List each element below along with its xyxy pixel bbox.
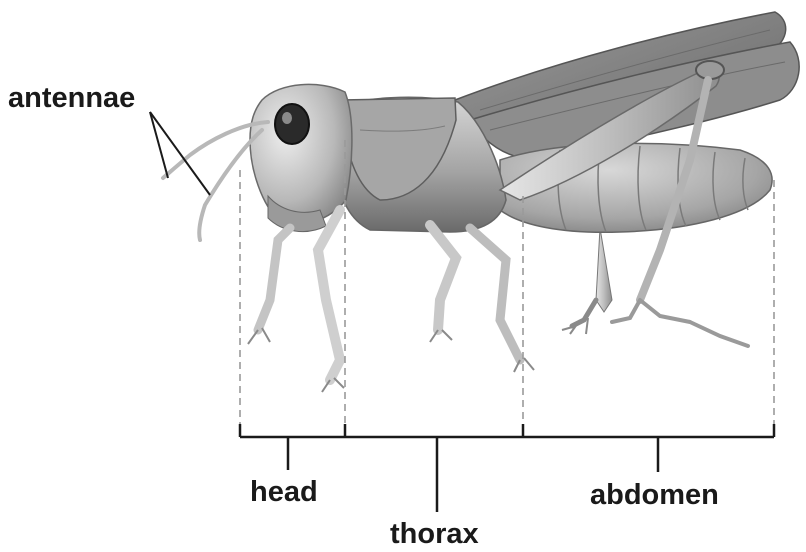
head-label: head (250, 478, 318, 507)
antennae-pointer-lines (150, 112, 210, 195)
compound-eye (275, 104, 309, 144)
hind-leg-far (562, 228, 612, 334)
middle-legs (430, 225, 534, 372)
antennae-label: antennae (8, 84, 135, 113)
grasshopper-illustration (163, 12, 799, 392)
abdomen-label: abdomen (590, 481, 719, 510)
front-legs (248, 210, 344, 392)
antennae-graphic (163, 122, 268, 240)
thorax-label: thorax (390, 520, 479, 549)
